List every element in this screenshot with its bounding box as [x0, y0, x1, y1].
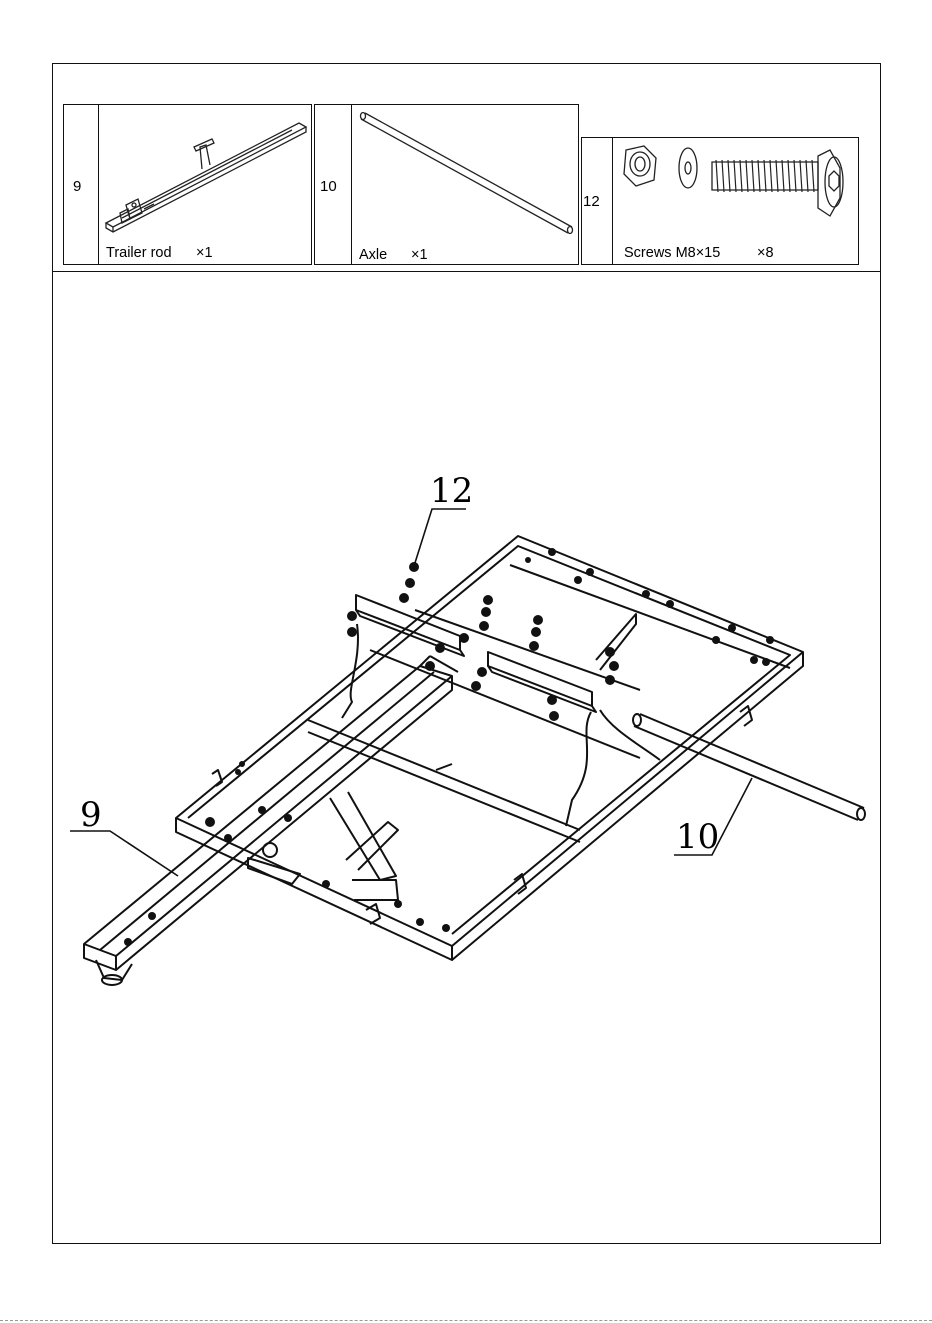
- callout-trailer-rod: 9: [80, 798, 102, 832]
- callout-axle: 10: [676, 820, 719, 854]
- leader-line-trailer-rod: [70, 831, 178, 876]
- leader-line-screws: [414, 509, 466, 566]
- axle-bracket: [356, 595, 460, 650]
- screw-positions: [124, 548, 774, 946]
- callout-screws: 12: [430, 474, 473, 508]
- page-edge-line: [0, 1320, 932, 1321]
